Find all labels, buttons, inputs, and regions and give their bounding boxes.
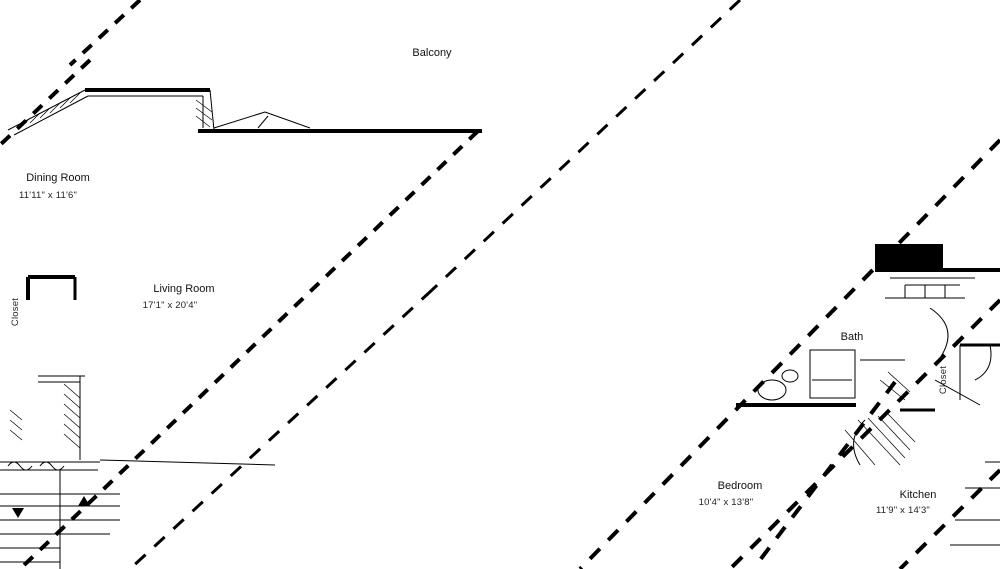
living-room-label: Living Room [153, 283, 214, 295]
right-unit-wall-dashed [578, 138, 1000, 569]
closet-right-label: Closet [938, 366, 949, 394]
balcony-outline [7, 88, 482, 136]
exterior-wall-dashed-2 [128, 0, 742, 569]
kitchen-counter [950, 461, 1000, 546]
dining-room-label: Dining Room [26, 172, 90, 184]
exterior-wall-dashed [0, 0, 480, 569]
closet-left-label: Closet [10, 298, 21, 326]
interior-walls-left [0, 275, 276, 569]
bedroom-dimensions: 10'4" x 13'8" [699, 497, 754, 508]
stair-hatching [9, 383, 81, 449]
dining-room-dimensions: 11'11" x 11'6" [19, 190, 77, 201]
kitchen-dimensions: 11'9" x 14'3" [876, 505, 930, 516]
living-room-dimensions: 17'1" x 20'4" [143, 300, 198, 311]
bedroom-label: Bedroom [718, 480, 763, 492]
kitchen-label: Kitchen [900, 489, 937, 501]
balcony-rail-hatching [19, 92, 213, 129]
stair-arrow-up-icon [78, 496, 90, 506]
right-unit-walls [736, 244, 1000, 466]
stair-arrow-down-icon [12, 508, 24, 518]
balcony-label: Balcony [412, 47, 452, 59]
bath-label: Bath [841, 331, 864, 343]
